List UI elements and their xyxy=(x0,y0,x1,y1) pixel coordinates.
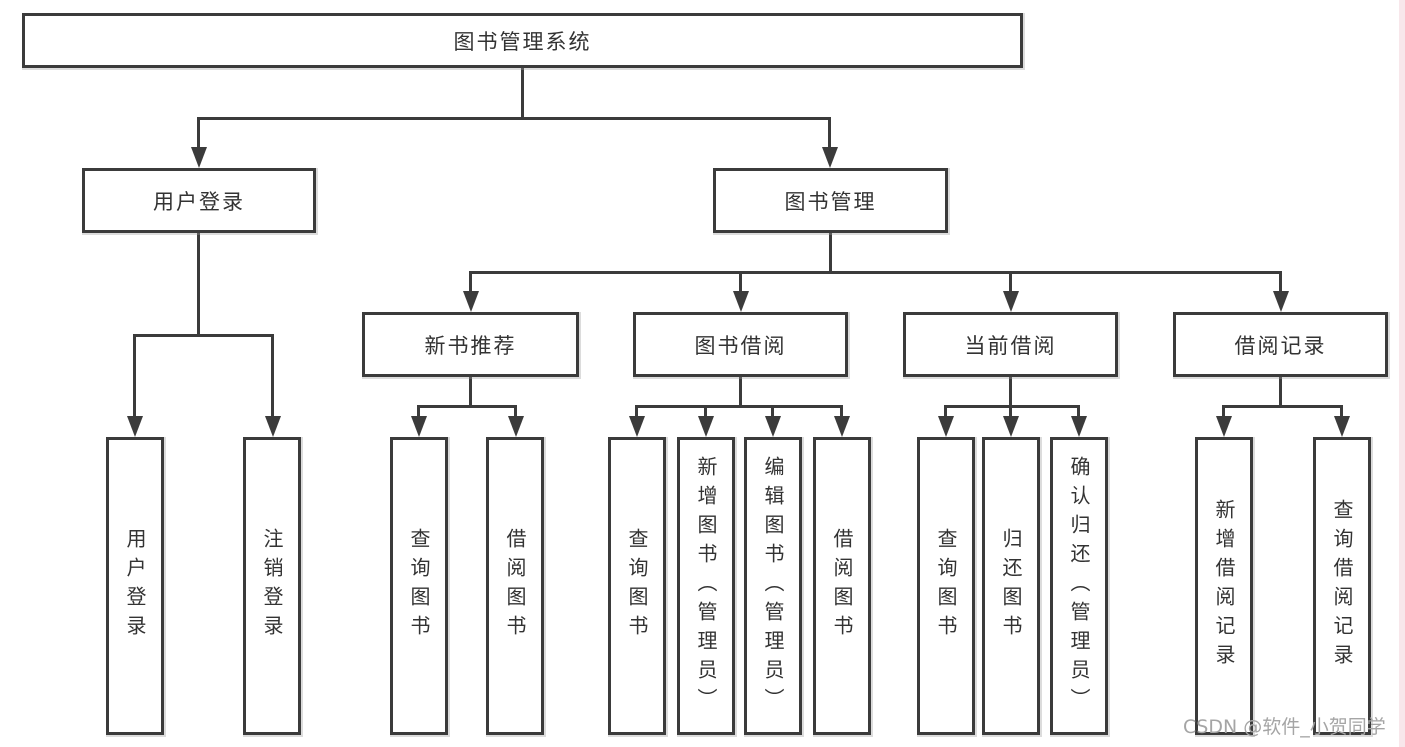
leaf-borrow-books: 借阅图书 xyxy=(813,437,871,735)
connector xyxy=(704,405,707,418)
connector xyxy=(271,334,274,418)
node-label: 用户登录 xyxy=(153,189,245,214)
node-label: 查询借阅记录 xyxy=(1330,499,1354,673)
arrow-down-icon xyxy=(1216,416,1232,437)
node-book-borrowing: 图书借阅 xyxy=(633,312,848,377)
arrow-down-icon xyxy=(1334,416,1350,437)
node-label: 借阅图书 xyxy=(830,528,854,644)
arrow-down-icon xyxy=(127,416,143,437)
arrow-down-icon xyxy=(765,416,781,437)
connector xyxy=(197,117,831,120)
connector xyxy=(521,68,524,120)
connector xyxy=(1009,271,1012,293)
node-label: 当前借阅 xyxy=(964,333,1057,358)
node-label: 确认归还（管理员） xyxy=(1067,455,1091,717)
leaf-query-books-borrowing: 查询图书 xyxy=(608,437,666,735)
connector xyxy=(1279,271,1282,293)
arrow-down-icon xyxy=(411,416,427,437)
connector xyxy=(469,271,1282,274)
node-label: 借阅图书 xyxy=(503,528,527,644)
connector xyxy=(1222,405,1225,418)
connector xyxy=(739,377,742,408)
connector xyxy=(469,377,472,408)
node-label: 查询图书 xyxy=(407,528,431,644)
connector xyxy=(1222,405,1342,408)
arrow-down-icon xyxy=(191,147,207,168)
node-book-management: 图书管理 xyxy=(713,168,948,233)
connector xyxy=(944,405,1080,408)
leaf-logout: 注销登录 xyxy=(243,437,301,735)
arrow-down-icon xyxy=(463,291,479,312)
node-label: 新增借阅记录 xyxy=(1212,499,1236,673)
arrow-down-icon xyxy=(1003,291,1019,312)
node-label: 图书管理 xyxy=(784,189,877,214)
node-label: 归还图书 xyxy=(999,528,1023,644)
node-label: 用户登录 xyxy=(123,528,147,644)
node-label: 注销登录 xyxy=(260,528,284,644)
node-current-borrowing: 当前借阅 xyxy=(903,312,1118,377)
arrow-down-icon xyxy=(265,416,281,437)
connector xyxy=(133,334,136,418)
node-borrowing-records: 借阅记录 xyxy=(1173,312,1388,377)
node-root-library-system: 图书管理系统 xyxy=(22,13,1023,68)
node-label: 编辑图书（管理员） xyxy=(761,455,785,717)
leaf-query-borrow-record: 查询借阅记录 xyxy=(1313,437,1371,735)
leaf-borrow-books-recommend: 借阅图书 xyxy=(486,437,544,735)
right-edge-strip xyxy=(1399,0,1405,747)
node-label: 新书推荐 xyxy=(424,333,517,358)
connector xyxy=(417,405,420,418)
connector xyxy=(829,233,832,274)
arrow-down-icon xyxy=(938,416,954,437)
leaf-add-borrow-record: 新增借阅记录 xyxy=(1195,437,1253,735)
leaf-user-login: 用户登录 xyxy=(106,437,164,735)
connector xyxy=(635,405,843,408)
node-label: 新增图书（管理员） xyxy=(694,455,718,717)
connector xyxy=(469,271,472,293)
arrow-down-icon xyxy=(698,416,714,437)
leaf-return-books: 归还图书 xyxy=(982,437,1040,735)
arrow-down-icon xyxy=(733,291,749,312)
connector xyxy=(1077,405,1080,418)
arrow-down-icon xyxy=(629,416,645,437)
arrow-down-icon xyxy=(1071,416,1087,437)
connector xyxy=(840,405,843,418)
leaf-query-books-current: 查询图书 xyxy=(917,437,975,735)
connector xyxy=(1340,405,1343,418)
arrow-down-icon xyxy=(822,147,838,168)
connector xyxy=(1009,377,1012,408)
connector xyxy=(417,405,517,408)
leaf-add-books-admin: 新增图书（管理员） xyxy=(677,437,735,735)
connector xyxy=(944,405,947,418)
csdn-watermark: CSDN @软件_小贺同学 xyxy=(1183,716,1386,738)
leaf-confirm-return-admin: 确认归还（管理员） xyxy=(1050,437,1108,735)
leaf-query-books-recommend: 查询图书 xyxy=(390,437,448,735)
node-label: 查询图书 xyxy=(625,528,649,644)
connector xyxy=(133,334,274,337)
connector xyxy=(771,405,774,418)
connector xyxy=(1009,405,1012,418)
connector xyxy=(514,405,517,418)
node-label: 借阅记录 xyxy=(1234,333,1327,358)
arrow-down-icon xyxy=(1273,291,1289,312)
arrow-down-icon xyxy=(1003,416,1019,437)
connector xyxy=(635,405,638,418)
connector xyxy=(1279,377,1282,408)
node-label: 查询图书 xyxy=(934,528,958,644)
connector xyxy=(197,117,200,150)
leaf-edit-books-admin: 编辑图书（管理员） xyxy=(744,437,802,735)
connector xyxy=(197,233,200,337)
node-new-book-recommend: 新书推荐 xyxy=(362,312,579,377)
connector xyxy=(828,117,831,150)
connector xyxy=(739,271,742,293)
arrow-down-icon xyxy=(834,416,850,437)
arrow-down-icon xyxy=(508,416,524,437)
node-label: 图书借阅 xyxy=(694,333,787,358)
node-label: 图书管理系统 xyxy=(453,29,592,54)
node-user-login: 用户登录 xyxy=(82,168,316,233)
